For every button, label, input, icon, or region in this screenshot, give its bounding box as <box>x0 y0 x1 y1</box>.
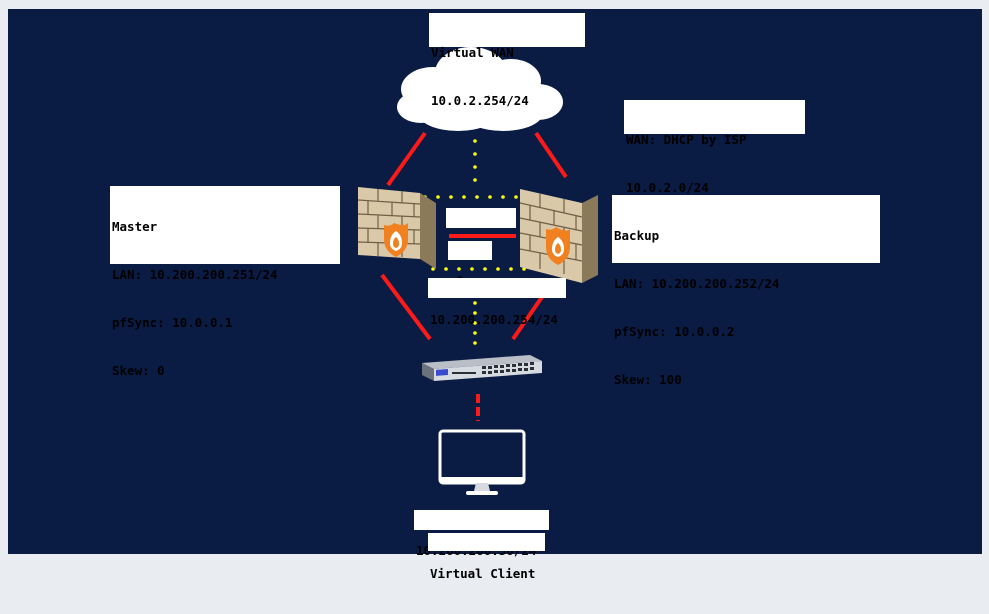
backup-skew: Skew: 100 <box>614 372 682 387</box>
wan-label: Virtual WAN 10.0.2.254/24 <box>429 13 585 108</box>
isp-line2: 10.0.2.0/24 <box>626 180 709 195</box>
master-firewall-icon <box>358 187 436 269</box>
master-title: Master <box>112 219 158 234</box>
lan-vip-label: 10.200.200.254/24 <box>428 278 566 327</box>
backup-firewall-icon <box>520 189 598 283</box>
backup-lan: LAN: 10.200.200.252/24 <box>614 276 780 291</box>
wan-vip-dots <box>473 139 477 182</box>
network-switch-icon <box>422 355 542 381</box>
backup-pfsync: pfSync: 10.0.0.2 <box>614 324 735 339</box>
master-skew: Skew: 0 <box>112 363 165 378</box>
link-master-switch <box>380 273 432 341</box>
backup-label: Backup LAN: 10.200.200.252/24 pfSync: 10… <box>612 195 880 387</box>
master-pfsync: pfSync: 10.0.0.1 <box>112 315 233 330</box>
wan-address: 10.0.2.254/24 <box>431 93 529 108</box>
link-wan-backup <box>534 131 568 179</box>
client-address-label: 10.200.200.30/24 <box>414 510 549 558</box>
backup-title: Backup <box>614 228 660 243</box>
vlan-label: vlan <box>448 241 492 289</box>
cloud-icon <box>397 47 563 131</box>
isp-line1: WAN: DHCP by ISP <box>626 132 747 147</box>
diagram-canvas: Virtual WAN 10.0.2.254/24 WAN: DHCP by I… <box>8 9 982 581</box>
monitor-icon <box>438 429 526 495</box>
master-lan: LAN: 10.200.200.251/24 <box>112 267 278 282</box>
client-name-text: Virtual Client <box>430 566 536 581</box>
link-backup-switch <box>511 295 544 341</box>
wan-title: Virtual WAN <box>431 45 514 60</box>
link-wan-master <box>386 131 427 187</box>
master-label: Master LAN: 10.200.200.251/24 pfSync: 10… <box>110 186 340 378</box>
pfsync-label: pfsync <box>446 208 516 257</box>
lan-vip-dots <box>431 267 526 345</box>
isp-label: WAN: DHCP by ISP 10.0.2.0/24 <box>624 100 805 195</box>
client-name-label: Virtual Client <box>428 533 545 581</box>
lan-vip-text: 10.200.200.254/24 <box>430 312 558 327</box>
